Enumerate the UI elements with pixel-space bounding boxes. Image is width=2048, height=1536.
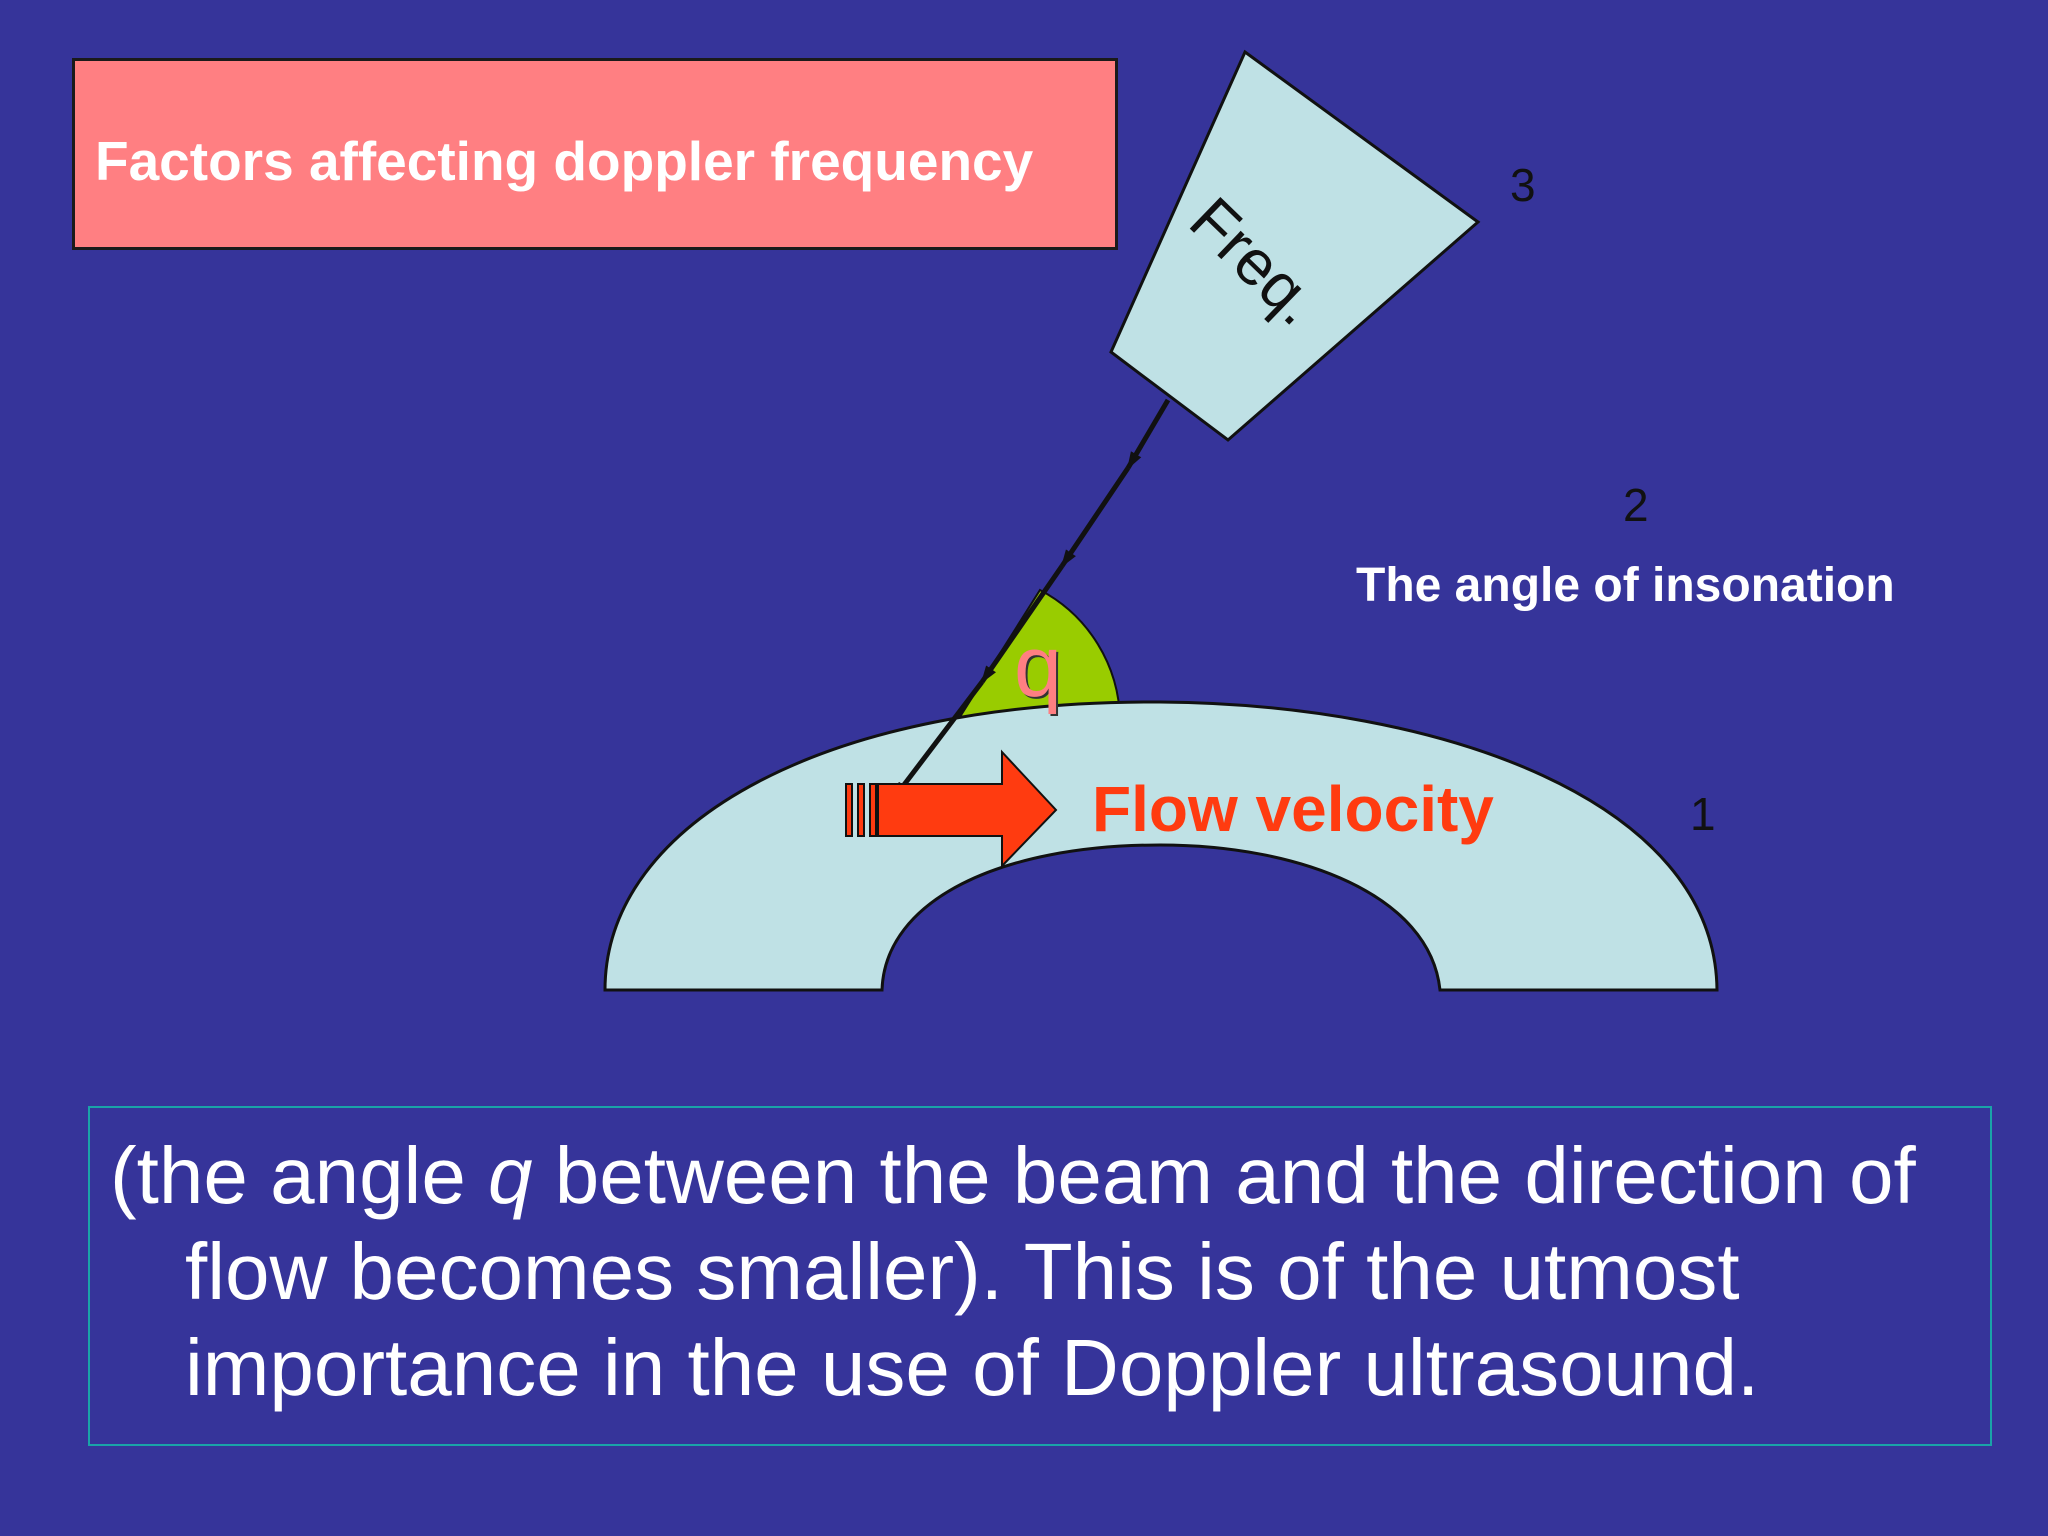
- transducer-probe: [1109, 49, 1481, 442]
- vessel-arch: [603, 700, 1719, 992]
- caption-text: (the angle q between the beam and the di…: [110, 1128, 2045, 1416]
- caption-box: (the angle q between the beam and the di…: [88, 1106, 1992, 1446]
- slide-title: Factors affecting doppler frequency: [95, 130, 1034, 192]
- caption-angle-symbol: q: [488, 1131, 533, 1220]
- number-label-2: 2: [1623, 479, 1649, 531]
- number-label-3: 3: [1510, 159, 1536, 211]
- caption-part-after: between the beam and the direction of fl…: [185, 1131, 1916, 1412]
- title-box: Factors affecting doppler frequency: [72, 58, 1118, 250]
- number-label-1: 1: [1690, 788, 1716, 840]
- ultrasound-beam: [892, 398, 1171, 800]
- flow-arrow: [845, 749, 1058, 869]
- flow-velocity-label: Flow velocity: [1092, 773, 1494, 845]
- angle-symbol: q: [1014, 619, 1062, 715]
- caption-part-before: (the angle: [110, 1131, 489, 1220]
- angle-of-insonation-label: The angle of insonation: [1356, 559, 1895, 612]
